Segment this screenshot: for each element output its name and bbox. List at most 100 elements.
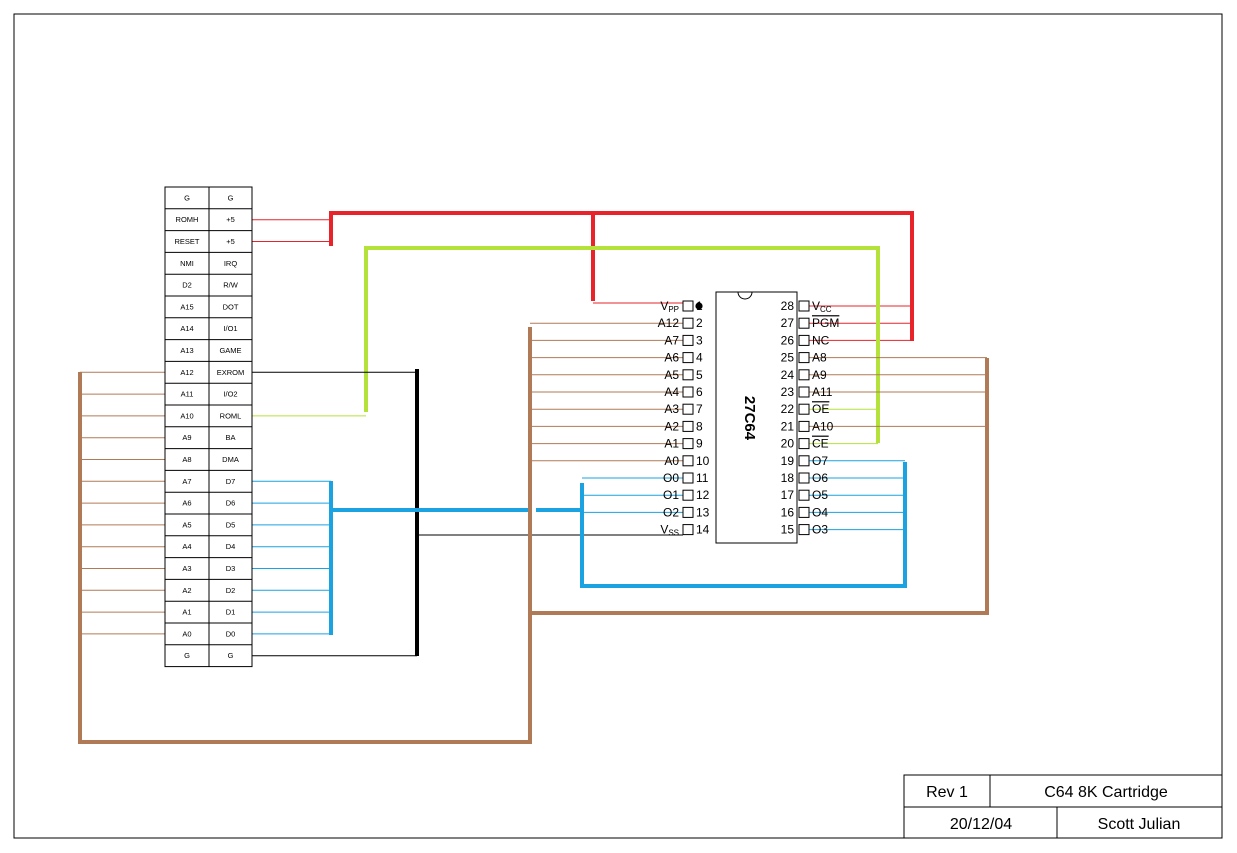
pin-label-main: V bbox=[660, 299, 668, 313]
pin-pad bbox=[682, 455, 694, 467]
address-bus-right bbox=[530, 358, 989, 615]
pin-pad bbox=[682, 386, 694, 398]
connector-pin-left: RESET bbox=[174, 237, 199, 246]
drawing-frame bbox=[13, 13, 1223, 839]
connector-pin-right: G bbox=[228, 651, 234, 660]
pin-label: A6 bbox=[664, 351, 679, 365]
revision-label: Rev 1 bbox=[926, 784, 968, 801]
pin-number: 28 bbox=[781, 299, 795, 313]
pin-label: O5 bbox=[812, 488, 828, 502]
pin-number: 23 bbox=[781, 385, 795, 399]
connector-pin-right: D0 bbox=[226, 629, 236, 638]
connector-pin-right: DOT bbox=[223, 302, 239, 311]
pin-label: OE bbox=[812, 402, 829, 416]
pin-label: NC bbox=[812, 333, 830, 347]
chip-part-number: 27C64 bbox=[741, 396, 758, 441]
chip-notch bbox=[737, 291, 753, 300]
pin-pad bbox=[682, 489, 694, 501]
connector-pin-left: A9 bbox=[182, 433, 191, 442]
pin-label: O6 bbox=[812, 471, 828, 485]
pin-pad bbox=[798, 334, 810, 346]
connector-pin-left: A0 bbox=[182, 629, 191, 638]
pin-label: A1 bbox=[664, 437, 679, 451]
connector-pin-left: A15 bbox=[180, 302, 193, 311]
connector-pin-left: A10 bbox=[180, 411, 193, 420]
connector-pin-right: D5 bbox=[226, 520, 236, 529]
pin-pad bbox=[682, 369, 694, 381]
pin-number: 1 bbox=[696, 299, 703, 313]
connector-pin-right: D3 bbox=[226, 564, 236, 573]
pin-label: A5 bbox=[664, 368, 679, 382]
pin-label: VPP bbox=[660, 299, 679, 314]
connector-pin-left: A1 bbox=[182, 608, 191, 617]
pin-number: 19 bbox=[781, 454, 795, 468]
connector-pin-right: IRQ bbox=[224, 259, 238, 268]
pin-label: A12 bbox=[658, 316, 680, 330]
connector-pin-left: A8 bbox=[182, 455, 191, 464]
connector-pin-left: A2 bbox=[182, 586, 191, 595]
connector-pin-left: A13 bbox=[180, 346, 193, 355]
connector-pin-right: I/O1 bbox=[223, 324, 237, 333]
pin-label: A10 bbox=[812, 419, 834, 433]
connector-pin-right: BA bbox=[225, 433, 235, 442]
pin-label: O1 bbox=[663, 488, 679, 502]
connector-pin-right: DMA bbox=[222, 455, 239, 464]
connector-pin-right: R/W bbox=[223, 281, 239, 290]
pin-pad bbox=[798, 506, 810, 518]
pin-number: 26 bbox=[781, 333, 795, 347]
wires bbox=[78, 211, 989, 744]
pin-label: A8 bbox=[812, 351, 827, 365]
pin-pad bbox=[682, 506, 694, 518]
pin-label: CE bbox=[812, 437, 829, 451]
pin-label: A2 bbox=[664, 419, 679, 433]
pin-label: VSS bbox=[660, 523, 679, 538]
connector-pin-left: A5 bbox=[182, 520, 191, 529]
pin-number: 11 bbox=[696, 471, 709, 485]
title-block: Rev 1 C64 8K Cartridge 20/12/04 Scott Ju… bbox=[903, 774, 1223, 839]
pin-pad bbox=[798, 420, 810, 432]
connector-pin-left: D2 bbox=[182, 281, 192, 290]
pin-number: 17 bbox=[781, 488, 795, 502]
pin-number: 12 bbox=[696, 488, 710, 502]
pin-number: 18 bbox=[781, 471, 795, 485]
connector-pin-right: D7 bbox=[226, 477, 236, 486]
pin-pad bbox=[798, 472, 810, 484]
connector-pin-left: ROMH bbox=[176, 215, 199, 224]
pin-pad bbox=[682, 317, 694, 329]
pin-label: O7 bbox=[812, 454, 828, 468]
pin-number: 6 bbox=[696, 385, 703, 399]
pin-number: 22 bbox=[781, 402, 795, 416]
connector-pin-left: A6 bbox=[182, 499, 191, 508]
pin-number: 27 bbox=[781, 316, 795, 330]
pin-label: A4 bbox=[664, 385, 679, 399]
pin-number: 24 bbox=[781, 368, 795, 382]
pin-label: A3 bbox=[664, 402, 679, 416]
connector-pin-right: D4 bbox=[226, 542, 236, 551]
pin-pad bbox=[798, 438, 810, 450]
pin-number: 8 bbox=[696, 419, 703, 433]
pin-pad bbox=[682, 420, 694, 432]
pin-pad bbox=[682, 334, 694, 346]
pin-label: A7 bbox=[664, 333, 679, 347]
connector-pin-left: G bbox=[184, 193, 190, 202]
pin-pad bbox=[682, 524, 694, 536]
connector-pin-left: NMI bbox=[180, 259, 194, 268]
pin-pad bbox=[798, 455, 810, 467]
pin-label: VCC bbox=[812, 299, 832, 314]
pin-number: 5 bbox=[696, 368, 703, 382]
pin-label-subscript: SS bbox=[668, 529, 679, 538]
pin-number: 15 bbox=[781, 523, 795, 537]
pin-number: 25 bbox=[781, 351, 795, 365]
address-bus-left bbox=[78, 327, 532, 744]
pin-pad bbox=[798, 300, 810, 312]
pin-number: 4 bbox=[696, 351, 703, 365]
pin-number: 16 bbox=[781, 505, 795, 519]
pin-pad bbox=[798, 317, 810, 329]
pin-number: 13 bbox=[696, 505, 710, 519]
connector-pin-right: D6 bbox=[226, 499, 236, 508]
chip-body bbox=[715, 291, 798, 544]
pin-number: 21 bbox=[781, 419, 795, 433]
pin-number: 20 bbox=[781, 437, 795, 451]
